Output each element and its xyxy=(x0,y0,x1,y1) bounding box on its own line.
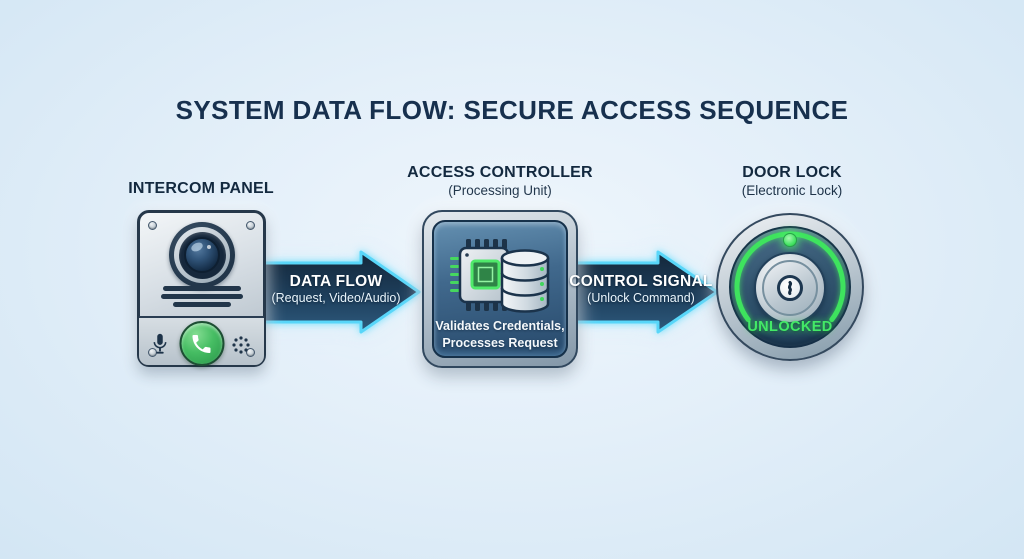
door-lock-sublabel: (Electronic Lock) xyxy=(741,183,843,198)
keyhole-icon xyxy=(777,275,803,301)
door-lock-label: DOOR LOCK xyxy=(742,164,842,181)
controller-icons xyxy=(450,239,550,313)
page-title: SYSTEM DATA FLOW: SECURE ACCESS SEQUENCE xyxy=(175,95,849,125)
camera-lens-icon xyxy=(169,222,235,288)
phone-handset-glyph xyxy=(192,334,211,353)
control-signal-caption: CONTROL SIGNAL (Unlock Command) xyxy=(569,273,712,306)
controller-sublabel: (Processing Unit) xyxy=(448,183,552,198)
status-led-icon xyxy=(783,233,797,247)
intercom-label: INTERCOM PANEL xyxy=(128,180,274,197)
controller-description: Validates Credentials, Processes Request xyxy=(434,318,566,351)
status-badge: UNLOCKED xyxy=(747,319,833,335)
phone-call-icon xyxy=(179,321,224,366)
lens-highlight xyxy=(207,245,211,249)
access-controller: Validates Credentials, Processes Request xyxy=(422,210,578,368)
door-lock: UNLOCKED xyxy=(716,213,864,361)
screw-icon xyxy=(246,348,255,357)
controller-label: ACCESS CONTROLLER xyxy=(407,164,593,181)
controller-description-line1: Validates Credentials, xyxy=(435,319,565,333)
control-signal-sublabel: (Unlock Command) xyxy=(587,291,695,305)
control-signal-arrow xyxy=(570,250,719,334)
data-flow-sublabel: (Request, Video/Audio) xyxy=(271,291,401,305)
data-flow-caption: DATA FLOW (Request, Video/Audio) xyxy=(271,273,400,306)
controller-description-line2: Processes Request xyxy=(442,335,558,350)
speaker-dots-icon xyxy=(232,336,250,354)
access-controller-panel: Validates Credentials, Processes Request xyxy=(432,220,568,358)
camera-bezel xyxy=(178,231,226,279)
keyhole-slot xyxy=(787,281,793,295)
speaker-slot xyxy=(160,294,243,299)
camera-ring xyxy=(174,227,230,283)
speaker-slot xyxy=(162,286,241,291)
screw-icon xyxy=(148,221,157,230)
database-icon xyxy=(500,249,550,313)
speaker-slot xyxy=(172,302,231,307)
lens-glint xyxy=(189,240,205,254)
lock-cylinder xyxy=(754,252,826,324)
intercom-panel xyxy=(137,210,266,367)
data-flow-label: DATA FLOW xyxy=(289,273,383,290)
screw-icon xyxy=(246,221,255,230)
lock-cylinder-ring xyxy=(762,260,818,316)
camera-iris xyxy=(184,237,220,273)
microphone-icon xyxy=(153,333,167,354)
data-flow-arrow xyxy=(258,250,421,334)
control-signal-label: CONTROL SIGNAL xyxy=(569,273,713,290)
